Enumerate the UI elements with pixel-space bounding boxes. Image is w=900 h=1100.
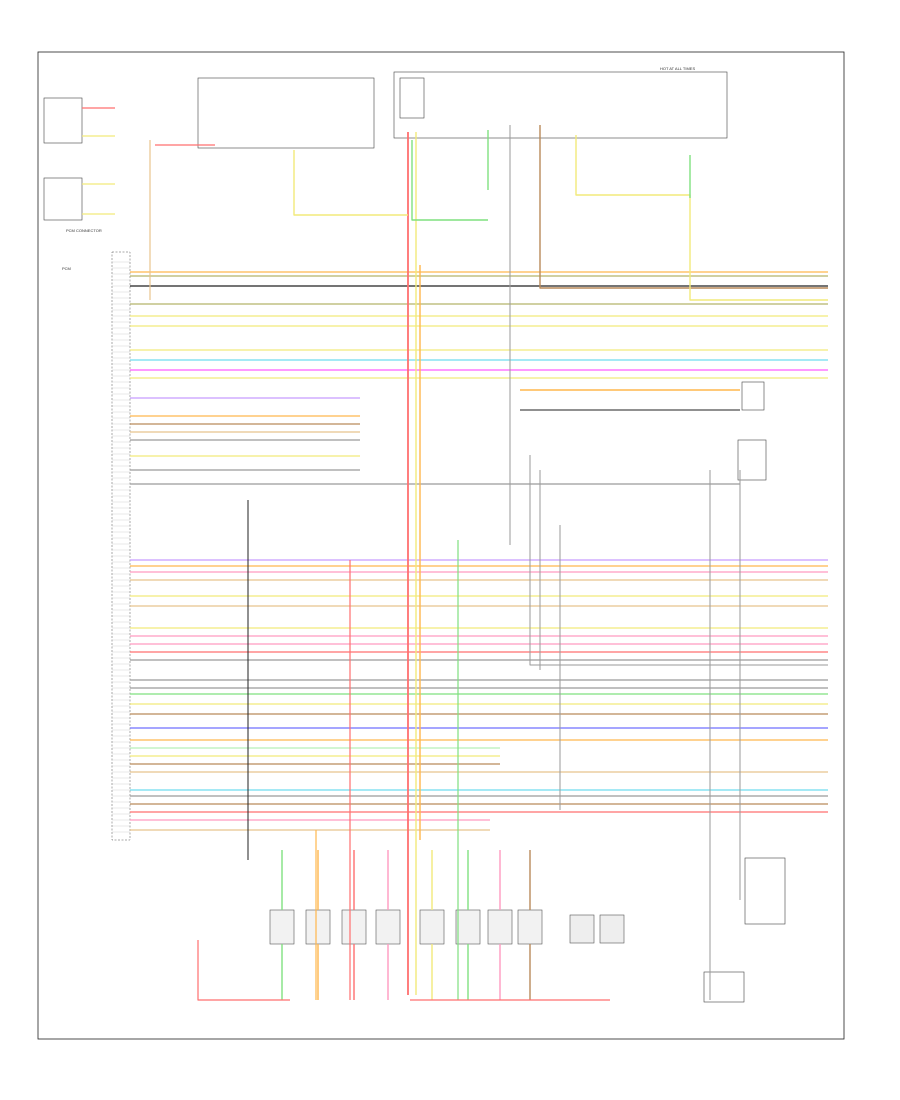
switch-box-2 bbox=[43, 177, 83, 221]
brown-feed-wire bbox=[539, 125, 828, 289]
fuse-box bbox=[399, 77, 425, 119]
hot-at-all-times-box bbox=[393, 71, 728, 139]
right-module-1 bbox=[741, 381, 765, 411]
green-feed-wire bbox=[411, 140, 488, 221]
injector-coil-2 bbox=[305, 909, 331, 945]
top-module-box bbox=[197, 77, 375, 149]
pcm-label: PCM bbox=[62, 266, 71, 271]
connector-label: PCM CONNECTOR bbox=[66, 228, 102, 233]
diagram-frame bbox=[37, 51, 845, 1040]
hot-label: HOT AT ALL TIMES bbox=[660, 66, 695, 71]
sensor-red-wire bbox=[197, 940, 290, 1001]
injector-coil-8 bbox=[517, 909, 543, 945]
right-module-3 bbox=[744, 857, 786, 925]
wires bbox=[82, 107, 828, 1001]
sensor-module bbox=[703, 971, 745, 1003]
relay-output-wire bbox=[293, 150, 408, 216]
right-module-2 bbox=[737, 439, 767, 481]
gray-loop-wire bbox=[529, 455, 828, 666]
injector-coil-5 bbox=[419, 909, 445, 945]
connector-pins bbox=[112, 261, 130, 833]
injector-coil-6 bbox=[455, 909, 481, 945]
yellow-right-wire bbox=[575, 135, 828, 301]
injector-coil-7 bbox=[487, 909, 513, 945]
sensor-box-2 bbox=[599, 914, 625, 944]
pcm-connector-outline bbox=[111, 251, 131, 841]
injector-coil-1 bbox=[269, 909, 295, 945]
switch-box-1 bbox=[43, 97, 83, 144]
injector-coil-3 bbox=[341, 909, 367, 945]
sensor-box bbox=[569, 914, 595, 944]
injector-coil-4 bbox=[375, 909, 401, 945]
bottom-components bbox=[269, 850, 625, 1000]
